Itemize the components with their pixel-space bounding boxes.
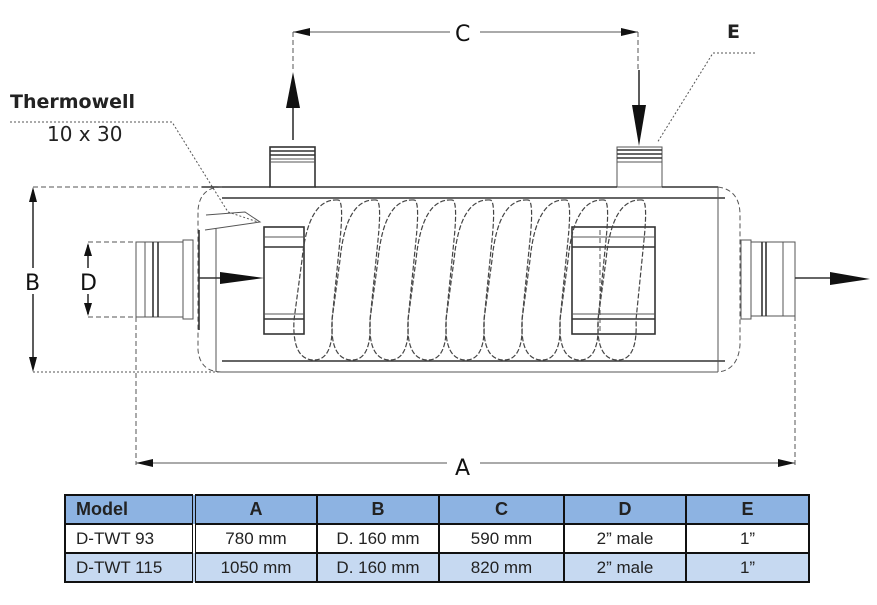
coil-turn (559, 199, 609, 361)
coil-turn (331, 199, 381, 361)
dimension-c-label: C (455, 22, 470, 47)
cell-model: D-TWT 93 (64, 523, 196, 554)
coil-turn (407, 199, 457, 361)
thermowell-leader-line (10, 121, 259, 223)
table-row: D-TWT 93 780 mm D. 160 mm 590 mm 2” male… (64, 523, 810, 554)
thermowell-label: Thermowell (10, 91, 135, 113)
helical-coil (293, 199, 647, 361)
coil-turn (521, 199, 571, 361)
arrow-right-inlet-icon (220, 272, 264, 284)
dimension-c: C (292, 22, 639, 70)
header-e: E (685, 494, 810, 525)
dimension-a: A (135, 316, 796, 481)
header-model: Model (64, 494, 196, 525)
cell-a: 1050 mm (193, 552, 318, 583)
top-left-port (269, 72, 316, 188)
dimension-a-label: A (455, 456, 470, 481)
cell-c: 590 mm (438, 523, 565, 554)
arrow-up-icon (286, 72, 300, 108)
heat-exchanger-drawing: Thermowell 10 x 30 C E (10, 21, 870, 481)
dimension-b: B (24, 186, 222, 373)
header-a: A (193, 494, 318, 525)
coil-turn (597, 199, 647, 361)
cell-b: D. 160 mm (316, 552, 440, 583)
coil-turn (369, 199, 419, 361)
coil-turn (445, 199, 495, 361)
cell-d: 2” male (563, 523, 687, 554)
coil-turn (293, 199, 343, 361)
inner-left-sleeve (263, 226, 305, 335)
coil-turn (483, 199, 533, 361)
top-right-port (616, 70, 663, 188)
specifications-table: Model A B C D E D-TWT 93 780 mm D. 160 m… (64, 494, 810, 583)
dimension-b-label: B (25, 271, 40, 296)
dimension-d: D (79, 241, 136, 318)
table-header-row: Model A B C D E (64, 494, 810, 525)
inner-right-sleeve (571, 226, 656, 335)
right-outlet-connector (740, 239, 870, 320)
header-c: C (438, 494, 565, 525)
thermowell-size-label: 10 x 30 (47, 122, 122, 146)
dimension-e-leader-line (656, 52, 755, 144)
left-inlet-connector (135, 239, 264, 320)
header-b: B (316, 494, 440, 525)
cell-c: 820 mm (438, 552, 565, 583)
cell-d: 2” male (563, 552, 687, 583)
cell-e: 1” (685, 552, 810, 583)
thermowell (204, 211, 262, 231)
cell-e: 1” (685, 523, 810, 554)
cell-model: D-TWT 115 (64, 552, 196, 583)
arrow-down-icon (632, 105, 646, 146)
cell-a: 780 mm (193, 523, 318, 554)
arrow-right-outlet-icon (830, 272, 870, 285)
dimension-d-label: D (80, 271, 97, 296)
table-row: D-TWT 115 1050 mm D. 160 mm 820 mm 2” ma… (64, 552, 810, 583)
shell-body (197, 186, 741, 373)
header-d: D (563, 494, 687, 525)
dimension-e-label: E (727, 21, 740, 43)
cell-b: D. 160 mm (316, 523, 440, 554)
